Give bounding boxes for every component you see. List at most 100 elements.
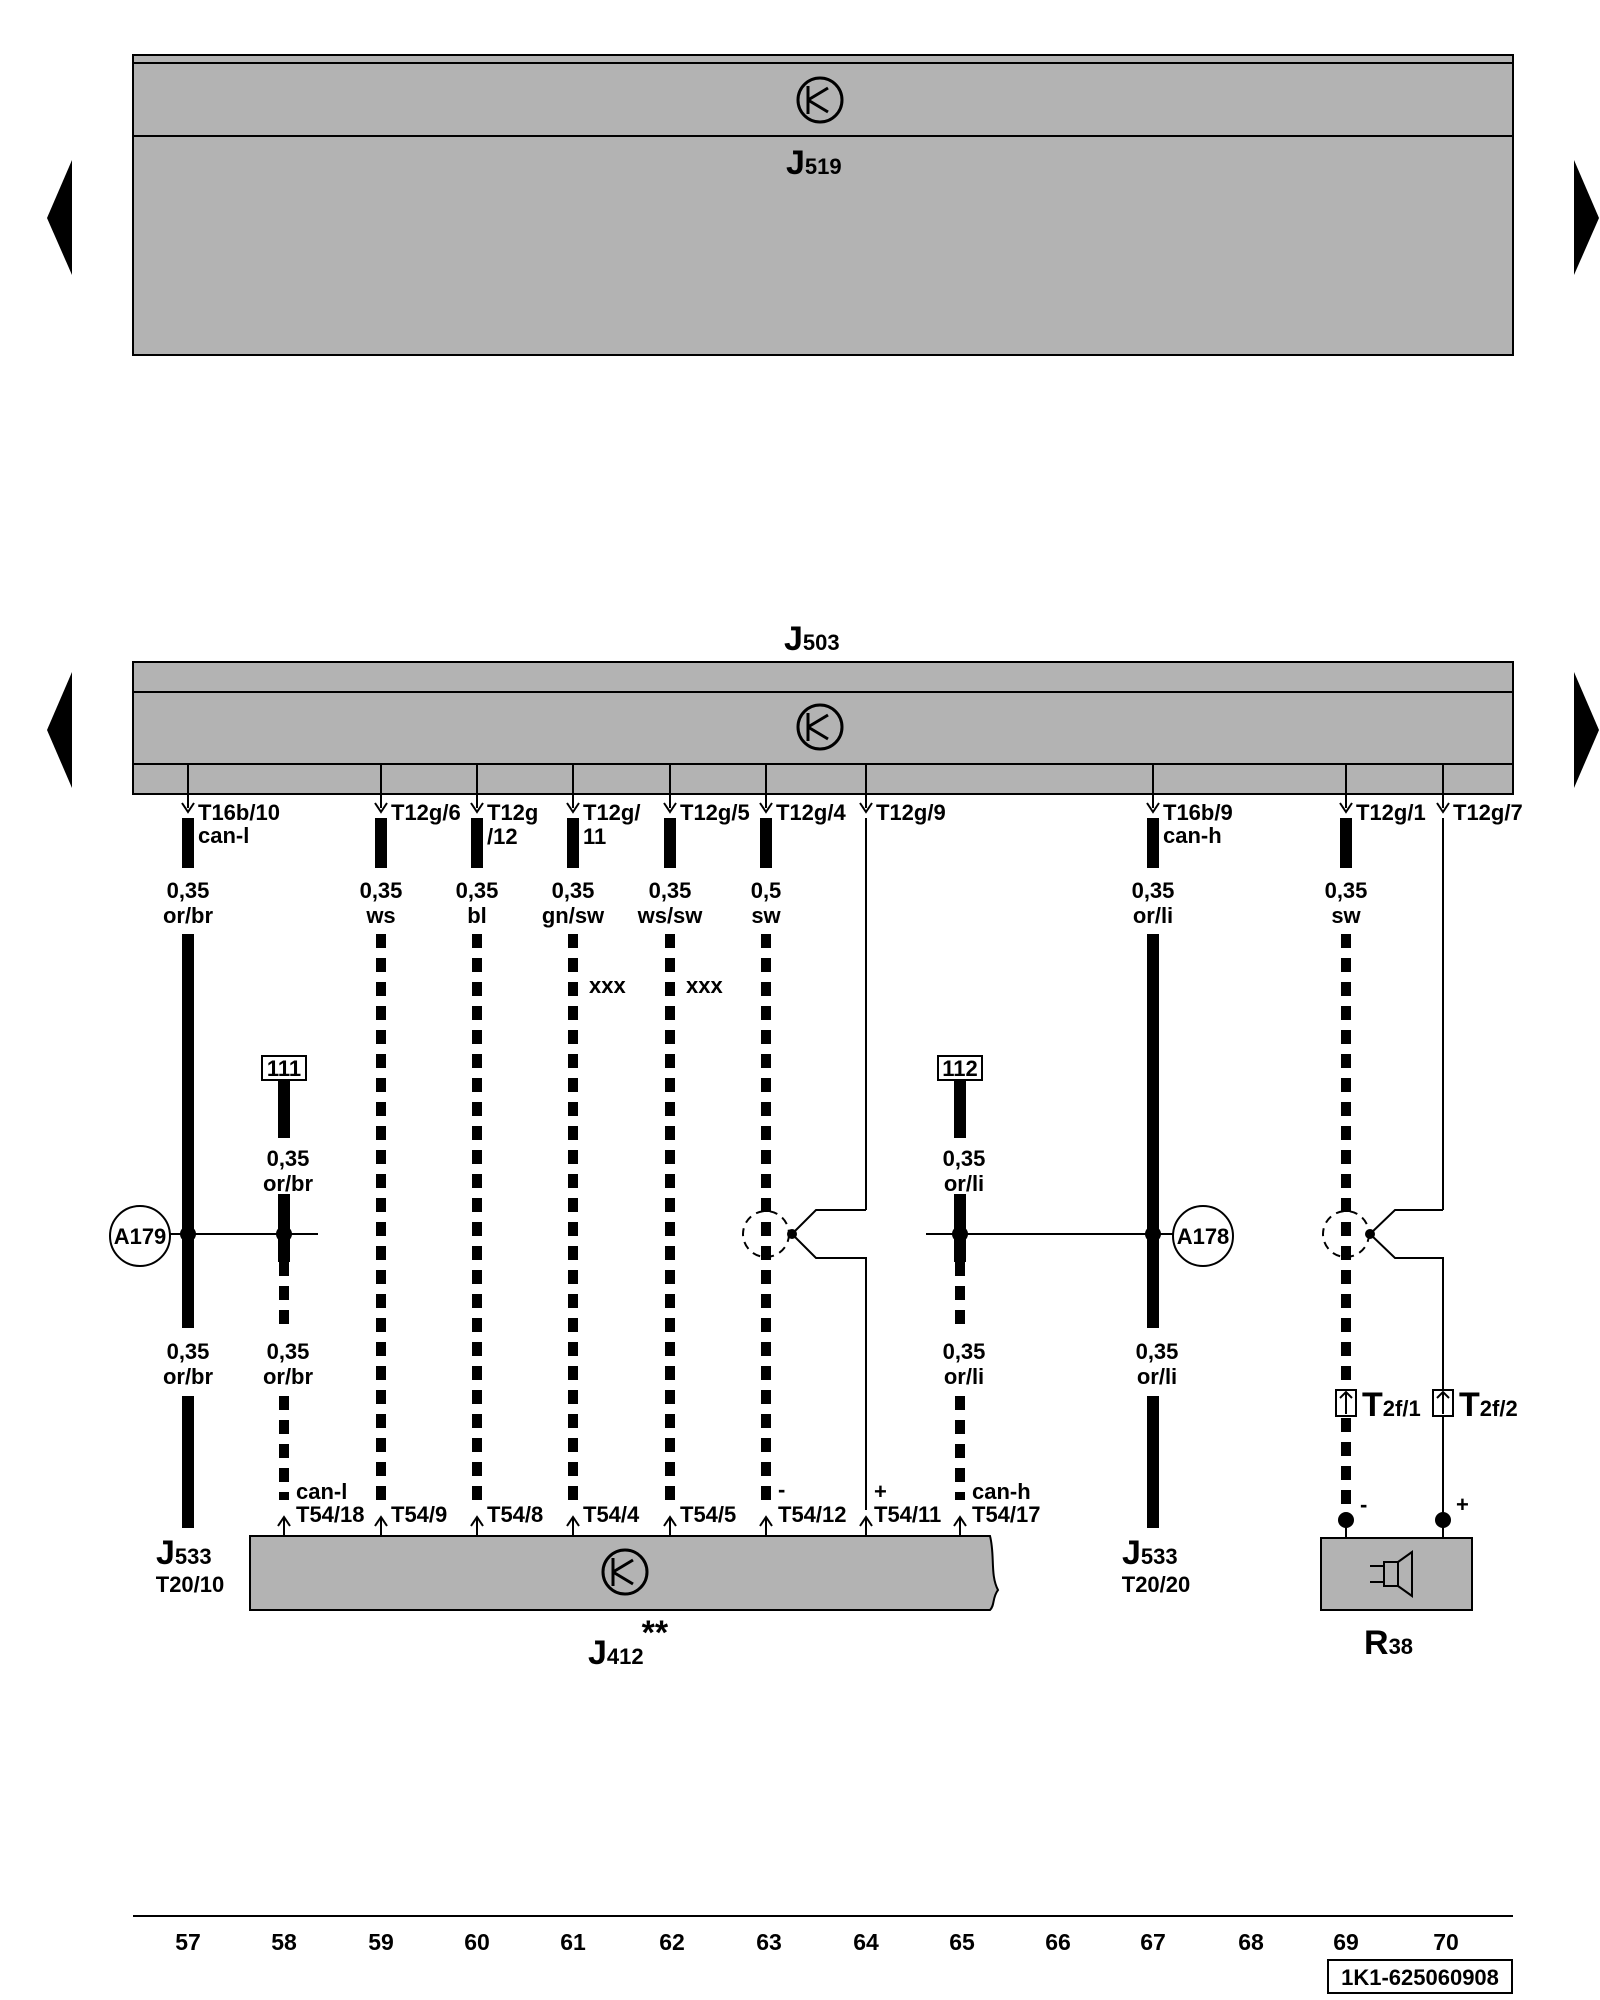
wire-color-62: ws/sw [637, 903, 704, 928]
column-numbers: 57 58 59 60 61 62 63 64 65 66 67 68 69 7… [175, 1929, 1459, 1955]
wire-color-60: bl [467, 903, 487, 928]
conn-t16b9: T16b/9 [1163, 800, 1233, 825]
shield-node-col63 [787, 1229, 797, 1239]
page-prev-arrow-icon[interactable] [47, 160, 72, 275]
ref-box-112[interactable]: 112 [937, 1055, 983, 1081]
conn-t16b10: T16b/10 [198, 800, 280, 825]
column-65: 65 [949, 1929, 975, 1955]
j533-right-letter: J [1122, 1534, 1141, 1572]
svg-text:T2f/2: T2f/2 [1459, 1386, 1518, 1424]
column-59: 59 [368, 1929, 394, 1955]
wire-color-61: gn/sw [542, 903, 605, 928]
r38-letter: R [1364, 1624, 1389, 1662]
conn-t54-12: T54/12 [778, 1502, 847, 1527]
column-57: 57 [175, 1929, 201, 1955]
column-66: 66 [1045, 1929, 1071, 1955]
wire-color-63: sw [751, 903, 781, 928]
bottom-connector-labels: can-l T54/18 T54/9 T54/8 T54/4 T54/5 - T… [296, 1477, 1041, 1527]
top-connector-labels: T16b/10 can-l T12g/6 T12g /12 T12g/ 11 T… [198, 800, 1523, 849]
splice-a178[interactable]: A178 [1172, 1205, 1234, 1267]
conn-t12g6: T12g/6 [391, 800, 461, 825]
splice-dot-col57 [180, 1226, 196, 1242]
splice-a178-label: A178 [1177, 1224, 1230, 1249]
j503-subscript: 503 [803, 630, 840, 655]
j519-control-unit: J519 [132, 54, 1514, 356]
column-70: 70 [1433, 1929, 1459, 1955]
connector-t2f1[interactable]: T2f/1 [1335, 1386, 1421, 1424]
ref-112-label: 112 [942, 1056, 978, 1081]
conn-t12g11-a: T12g/ [583, 800, 640, 825]
conn-t54-18: T54/18 [296, 1502, 365, 1527]
splice-a179[interactable]: A179 [109, 1205, 171, 1267]
ref-111-label: 111 [267, 1056, 301, 1081]
wire-color-57: or/br [163, 903, 214, 928]
t2f1-letter: T [1362, 1386, 1383, 1424]
page-prev-arrow-icon-2[interactable] [47, 672, 72, 788]
j503-control-unit [132, 661, 1514, 795]
wire-color-69: sw [1331, 903, 1361, 928]
wire-size-57: 0,35 [167, 878, 210, 903]
wire-specs-lower: 0,35 or/br 0,35 or/br 0,35 or/li 0,35 or… [163, 1339, 1178, 1389]
page-next-arrow-icon-2[interactable] [1574, 672, 1599, 788]
electronic-module-icon-j412 [601, 1548, 649, 1596]
column-60: 60 [464, 1929, 490, 1955]
r38-minus: - [1360, 1492, 1367, 1517]
j533-left-letter: J [156, 1534, 175, 1572]
ref-box-111[interactable]: 111 [261, 1055, 307, 1081]
column-61: 61 [560, 1929, 586, 1955]
wire-color-57b: or/br [163, 1364, 214, 1389]
j533-left-pin: T20/10 [156, 1572, 225, 1597]
conn-t12g12-b: /12 [487, 824, 518, 849]
wire-size-69: 0,35 [1325, 878, 1368, 903]
j412-control-unit[interactable] [249, 1535, 1000, 1611]
wire-color-67: or/li [1133, 903, 1173, 928]
page-next-arrow-icon[interactable] [1574, 160, 1599, 275]
connector-t2f2[interactable]: T2f/2 [1432, 1386, 1518, 1424]
conn-t54-8: T54/8 [487, 1502, 543, 1527]
svg-text:J533: J533 [1122, 1534, 1178, 1572]
wire-size-58b: 0,35 [267, 1339, 310, 1364]
svg-text:J533: J533 [156, 1534, 212, 1572]
splice-dot-col58 [276, 1226, 292, 1242]
conn-t54-5: T54/5 [680, 1502, 736, 1527]
wire-size-67: 0,35 [1132, 878, 1175, 903]
splice-dot-col67 [1145, 1226, 1161, 1242]
j412-letter: J [588, 1634, 607, 1672]
wire-color-58a: or/br [263, 1171, 314, 1196]
wire-size-60: 0,35 [456, 878, 499, 903]
signal-can-h-bottom: can-h [972, 1479, 1031, 1504]
signal-plus-64: + [874, 1479, 887, 1504]
svg-text:J519: J519 [786, 144, 842, 182]
column-68: 68 [1238, 1929, 1264, 1955]
wire-size-58a: 0,35 [267, 1146, 310, 1171]
svg-text:T2f/1: T2f/1 [1362, 1386, 1421, 1424]
note-xxx-62: xxx [686, 973, 723, 998]
conn-t12g1: T12g/1 [1356, 800, 1426, 825]
conn-t12g7: T12g/7 [1453, 800, 1523, 825]
r38-component[interactable]: - + R38 [1320, 1492, 1473, 1662]
j412-title: J412** [588, 1614, 669, 1672]
splice-dot-col65 [952, 1226, 968, 1242]
wire-color-58b: or/br [263, 1364, 314, 1389]
conn-t54-17: T54/17 [972, 1502, 1041, 1527]
j533-right-sub: 533 [1141, 1544, 1178, 1569]
splice-a179-label: A179 [114, 1224, 167, 1249]
conn-t12g11-b: 11 [583, 824, 606, 849]
j533-right[interactable]: J533 T20/20 [1122, 1534, 1191, 1597]
wire-size-62: 0,35 [649, 878, 692, 903]
j533-left-sub: 533 [175, 1544, 212, 1569]
wire-size-61: 0,35 [552, 878, 595, 903]
wires [165, 764, 1444, 1528]
j533-left[interactable]: J533 T20/10 [156, 1534, 225, 1597]
doc-number-text: 1K1-625060908 [1341, 1965, 1499, 1990]
wire-size-65b: 0,35 [943, 1339, 986, 1364]
wire-col64-shield [791, 818, 867, 1510]
wire-size-67b: 0,35 [1136, 1339, 1179, 1364]
r38-plus: + [1456, 1492, 1469, 1517]
column-62: 62 [659, 1929, 685, 1955]
column-63: 63 [756, 1929, 782, 1955]
j503-letter: J [784, 620, 803, 658]
wire-size-59: 0,35 [360, 878, 403, 903]
document-number: 1K1-625060908 [1327, 1959, 1513, 1994]
